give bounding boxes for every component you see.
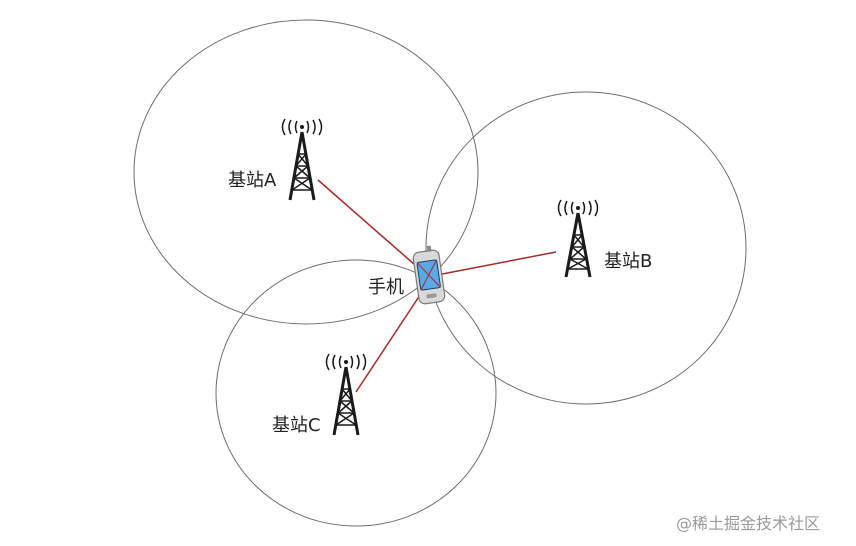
watermark: @稀土掘金技术社区 [676,514,821,533]
phone-icon [412,245,446,305]
link-line-c [355,291,423,393]
station-b-label: 基站B [604,251,653,272]
link-line-a [317,179,424,273]
tower-a-icon [281,118,323,201]
station-c-label: 基站C [272,415,321,436]
link-line-b [436,251,557,276]
tower-c-icon [325,353,367,436]
tower-b-icon [557,199,599,278]
coverage-circle-c [215,259,497,527]
coverage-circle-b [425,91,747,405]
station-a-label: 基站A [228,170,277,191]
phone-label: 手机 [368,277,404,298]
coverage-circle-a [133,19,479,325]
